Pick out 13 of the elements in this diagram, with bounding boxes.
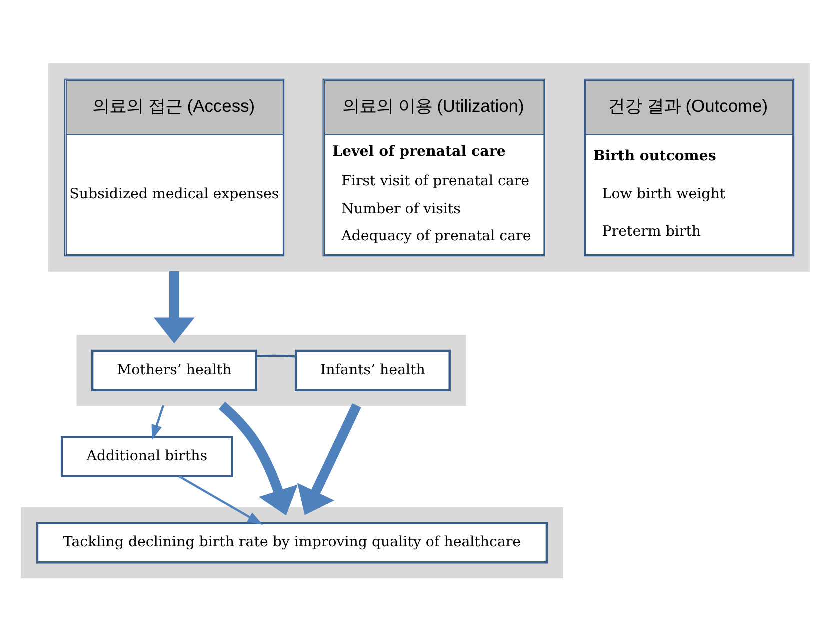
cluster <box>48 63 810 272</box>
arrow <box>152 404 164 440</box>
node-box: Tackling declining birth rate by improving quality of healthcare <box>36 522 548 564</box>
arrow <box>298 402 362 515</box>
node-box: Additional births <box>60 436 234 478</box>
node-box: Mothers’ health <box>92 349 258 391</box>
arrow <box>218 401 298 516</box>
cluster <box>76 334 466 406</box>
cluster <box>21 507 564 578</box>
connector <box>256 354 296 358</box>
arrow <box>178 475 263 524</box>
node-box: Infants’ health <box>294 349 451 391</box>
arrow <box>154 270 195 344</box>
